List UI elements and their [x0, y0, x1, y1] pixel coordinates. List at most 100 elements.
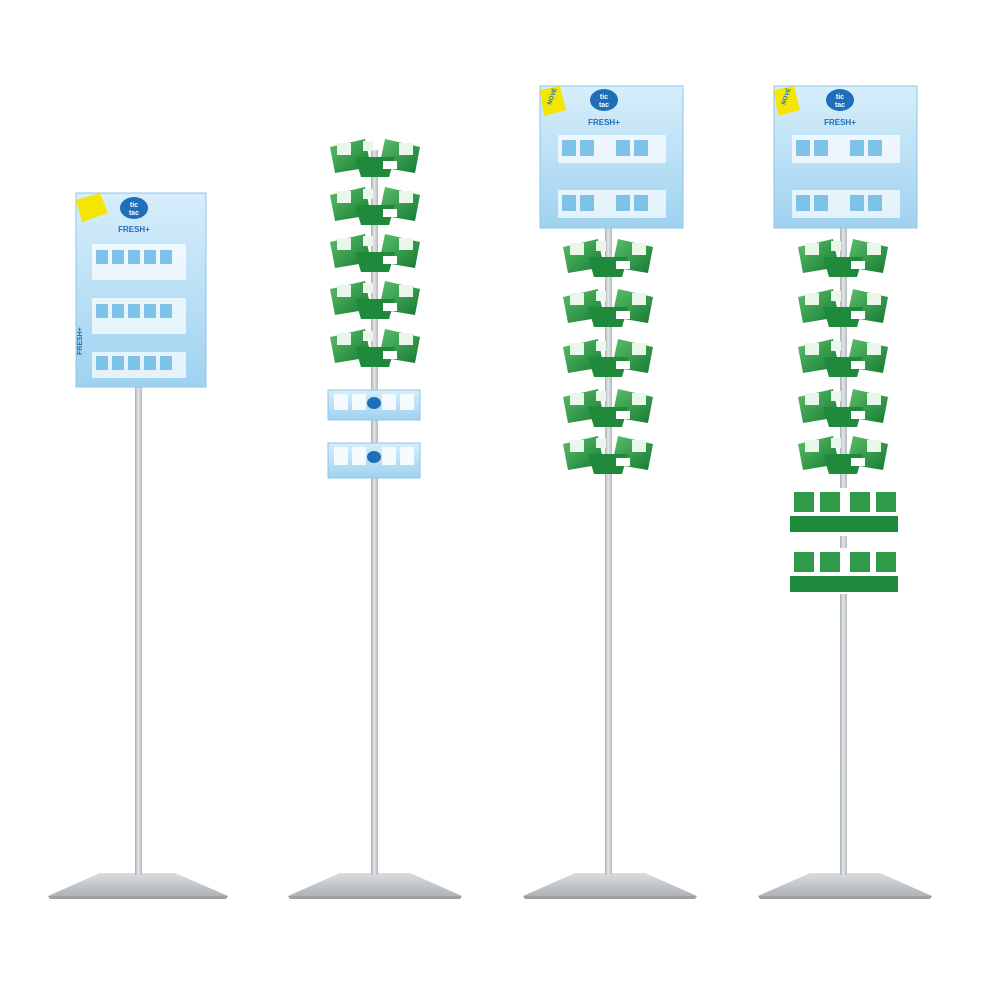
mint-pack-shape [570, 243, 584, 255]
mint-pack-shape [337, 333, 351, 345]
spinner-tier [798, 389, 888, 427]
spinner-tier [330, 281, 420, 319]
mint-pack-shape [820, 552, 840, 572]
green-spinner-tiers [798, 239, 888, 474]
stand-pole [371, 150, 378, 875]
headline-label: FRESH+ [824, 118, 856, 127]
green-box-rows [790, 488, 898, 594]
mint-pack-shape [337, 238, 351, 250]
display-stand-4: NOVÉ tic tac FRESH+ [758, 85, 932, 899]
mint-pack-shape [831, 241, 841, 251]
mint-pack-shape [867, 440, 881, 452]
spinner-tier [798, 339, 888, 377]
mint-pack-shape [337, 143, 351, 155]
mint-pack-shape [570, 343, 584, 355]
mint-pack-shape [831, 291, 841, 301]
new-badge-icon [540, 86, 566, 116]
mint-pack-shape [632, 293, 646, 305]
header-board: tic tac FRESH+ FRESH+ [75, 192, 207, 388]
mint-pack-shape [596, 291, 606, 301]
spinner-tier [563, 339, 653, 377]
mint-pack-shape [616, 361, 630, 369]
mint-pack-shape [399, 285, 413, 297]
mint-pack-shape [851, 311, 865, 319]
mint-pack-shape [596, 241, 606, 251]
mint-pack-shape [337, 285, 351, 297]
mint-pack-shape [399, 333, 413, 345]
tic-tac-logo-icon [590, 89, 618, 111]
spinner-tier [798, 289, 888, 327]
mint-pack-shape [616, 311, 630, 319]
mint-pack-shape [831, 438, 841, 448]
stand-base-shadow [288, 896, 462, 899]
mint-pack-shape [805, 293, 819, 305]
spinner-tier [330, 139, 420, 177]
header-board: NOVÉ tic tac FRESH+ [773, 85, 918, 229]
mint-pack-shape [596, 391, 606, 401]
mint-pack-shape [632, 440, 646, 452]
spinner-tier [798, 436, 888, 474]
svg-text:tic: tic [600, 94, 608, 101]
new-badge-icon [774, 86, 800, 116]
display-stand-2 [288, 139, 462, 899]
stand-pole [605, 225, 612, 875]
stand-base-shadow [523, 896, 697, 899]
svg-text:tac: tac [599, 102, 609, 109]
mint-pack-shape [616, 458, 630, 466]
headline-label: FRESH+ [118, 225, 150, 234]
mint-pack-shape [383, 256, 397, 264]
mint-pack-shape [851, 261, 865, 269]
mint-pack-shape [851, 411, 865, 419]
tic-tac-logo-icon [367, 451, 381, 463]
mint-pack-shape [876, 552, 896, 572]
svg-text:tic: tic [836, 94, 844, 101]
mint-pack-shape [632, 243, 646, 255]
tic-tac-logo-icon [120, 197, 148, 219]
mint-pack-shape [632, 393, 646, 405]
mint-pack-shape [876, 492, 896, 512]
mint-pack-shape [867, 343, 881, 355]
mint-pack-shape [820, 492, 840, 512]
mint-pack-shape [805, 343, 819, 355]
mint-pack-shape [363, 236, 373, 246]
mint-pack-shape [363, 189, 373, 199]
mint-pack-shape [867, 393, 881, 405]
mint-pack-shape [399, 238, 413, 250]
mint-pack-shape [805, 393, 819, 405]
mint-pack-shape [616, 261, 630, 269]
display-stand-3: NOVÉ tic tac FRESH+ [523, 85, 697, 899]
pack-icons [96, 250, 172, 370]
stand-base [758, 873, 932, 896]
mint-pack-shape [363, 283, 373, 293]
mint-pack-shape [850, 492, 870, 512]
spinner-tier [563, 436, 653, 474]
mint-pack-shape [383, 351, 397, 359]
mint-pack-shape [383, 209, 397, 217]
spinner-tier [798, 239, 888, 277]
mint-pack-shape [363, 331, 373, 341]
mint-pack-shape [794, 492, 814, 512]
svg-text:tic: tic [130, 202, 138, 209]
mint-pack-shape [570, 440, 584, 452]
side-headline-label: FRESH+ [77, 327, 84, 355]
mint-pack-shape [867, 243, 881, 255]
spinner-tier [330, 187, 420, 225]
mint-pack-shape [851, 361, 865, 369]
display-stand-1: tic tac FRESH+ FRESH+ [48, 192, 228, 899]
mint-pack-shape [831, 391, 841, 401]
new-badge-icon [76, 193, 108, 222]
stand-base [523, 873, 697, 896]
spinner-tier [563, 389, 653, 427]
mint-pack-shape [596, 438, 606, 448]
green-shelf-strip [790, 516, 898, 532]
svg-text:tac: tac [129, 210, 139, 217]
mint-pack-shape [570, 393, 584, 405]
mint-pack-shape [399, 143, 413, 155]
tic-tac-logo-icon [826, 89, 854, 111]
mint-pack-shape [337, 191, 351, 203]
stand-pole [135, 385, 142, 875]
green-spinner-tiers [330, 139, 420, 367]
mint-pack-shape [850, 552, 870, 572]
mint-pack-shape [383, 161, 397, 169]
